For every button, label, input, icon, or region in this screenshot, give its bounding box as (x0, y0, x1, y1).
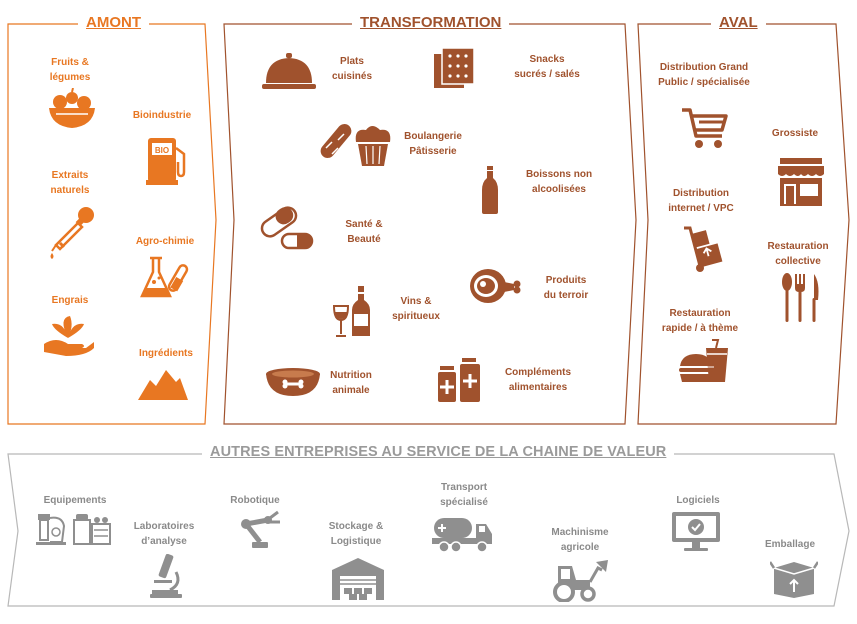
transformation-label-complements: Compléments alimentaires (504, 367, 572, 393)
lab-flask-icon (140, 256, 189, 298)
monitor-check-icon (672, 512, 720, 551)
aval-label-restauration-collective: Restauration collective (767, 241, 829, 267)
package-box-icon (770, 561, 818, 598)
tanker-truck-icon (432, 518, 492, 553)
robot-arm-icon (241, 510, 280, 548)
kitchen-equipment-icon (36, 514, 111, 545)
amont-label-extraits: Extraits naturels (50, 170, 90, 196)
hand-truck-icon (684, 226, 723, 272)
aval-frame (637, 23, 850, 425)
autres-label-stockage: Stockage & Logistique (328, 521, 384, 547)
autres-label-machinisme: Machinisme agricole (551, 527, 609, 553)
autres-label-emballage: Emballage (764, 539, 816, 550)
pet-bowl-icon (266, 368, 320, 396)
powder-pile-icon (138, 370, 188, 400)
dropper-icon (50, 207, 94, 259)
amont-label-agrochimie: Agro-chimie (135, 236, 195, 247)
autres-label-logiciels: Logiciels (676, 495, 720, 506)
transformation-label-boulangerie: Boulangerie Pâtisserie (404, 131, 462, 157)
svg-text:BIO: BIO (155, 146, 169, 155)
transformation-label-terroir: Produits du terroir (543, 275, 589, 301)
autres-label-transport: Transport spécialisé (440, 482, 488, 508)
transformation-label-snacks: Snacks sucrés / salés (514, 54, 580, 80)
transformation-label-sante: Santé & Beauté (345, 219, 383, 245)
autres-frame (7, 453, 850, 607)
autres-label-laboratoires: Laboratoires d’analyse (133, 521, 195, 547)
store-icon (778, 158, 824, 206)
amont-label-bioindustrie: Bioindustrie (132, 110, 192, 121)
ham-icon (470, 269, 521, 303)
autres-label-robotique: Robotique (230, 495, 280, 506)
microscope-icon (150, 554, 182, 598)
transformation-label-plats: Plats cuisinés (331, 56, 373, 82)
bread-cupcake-icon (320, 124, 391, 166)
amont-label-fruits: Fruits & légumes (49, 57, 91, 83)
crackers-icon (434, 47, 475, 88)
cloche-icon (262, 53, 316, 89)
transformation-label-vins: Vins & spiritueux (392, 296, 440, 322)
transformation-title: TRANSFORMATION (352, 14, 510, 31)
bottle-icon (482, 166, 498, 214)
tractor-icon (553, 560, 608, 602)
amont-label-ingredients: Ingrédients (139, 348, 193, 359)
shopping-cart-icon (682, 108, 728, 148)
autres-title: AUTRES ENTREPRISES AU SERVICE DE LA CHAI… (202, 444, 675, 460)
supplement-bottles-icon (438, 358, 480, 402)
aval-label-distribution-gp: Distribution Grand Public / spécialisée (658, 62, 750, 88)
aval-label-grossiste: Grossiste (771, 128, 819, 139)
cutlery-icon (782, 273, 819, 322)
transformation-frame (223, 23, 637, 425)
pills-icon (260, 206, 314, 250)
amont-label-engrais: Engrais (51, 295, 89, 306)
aval-label-restauration-rapide: Restauration rapide / à thème (661, 308, 739, 334)
wine-icon (332, 286, 370, 337)
bio-fuel-pump-icon: BIO (146, 138, 186, 185)
transformation-label-nutrition: Nutrition animale (330, 370, 372, 396)
autres-label-equipements: Equipements (43, 495, 107, 506)
burger-drink-icon (678, 339, 728, 382)
aval-title: AVAL (711, 14, 766, 31)
warehouse-icon (332, 558, 384, 600)
amont-frame (7, 23, 217, 425)
fruit-bowl-icon (49, 88, 95, 128)
hand-sprout-icon (44, 316, 94, 356)
aval-label-distribution-internet: Distribution internet / VPC (668, 188, 734, 214)
amont-title: AMONT (78, 14, 149, 31)
transformation-label-boissons: Boissons non alcoolisées (525, 169, 593, 195)
